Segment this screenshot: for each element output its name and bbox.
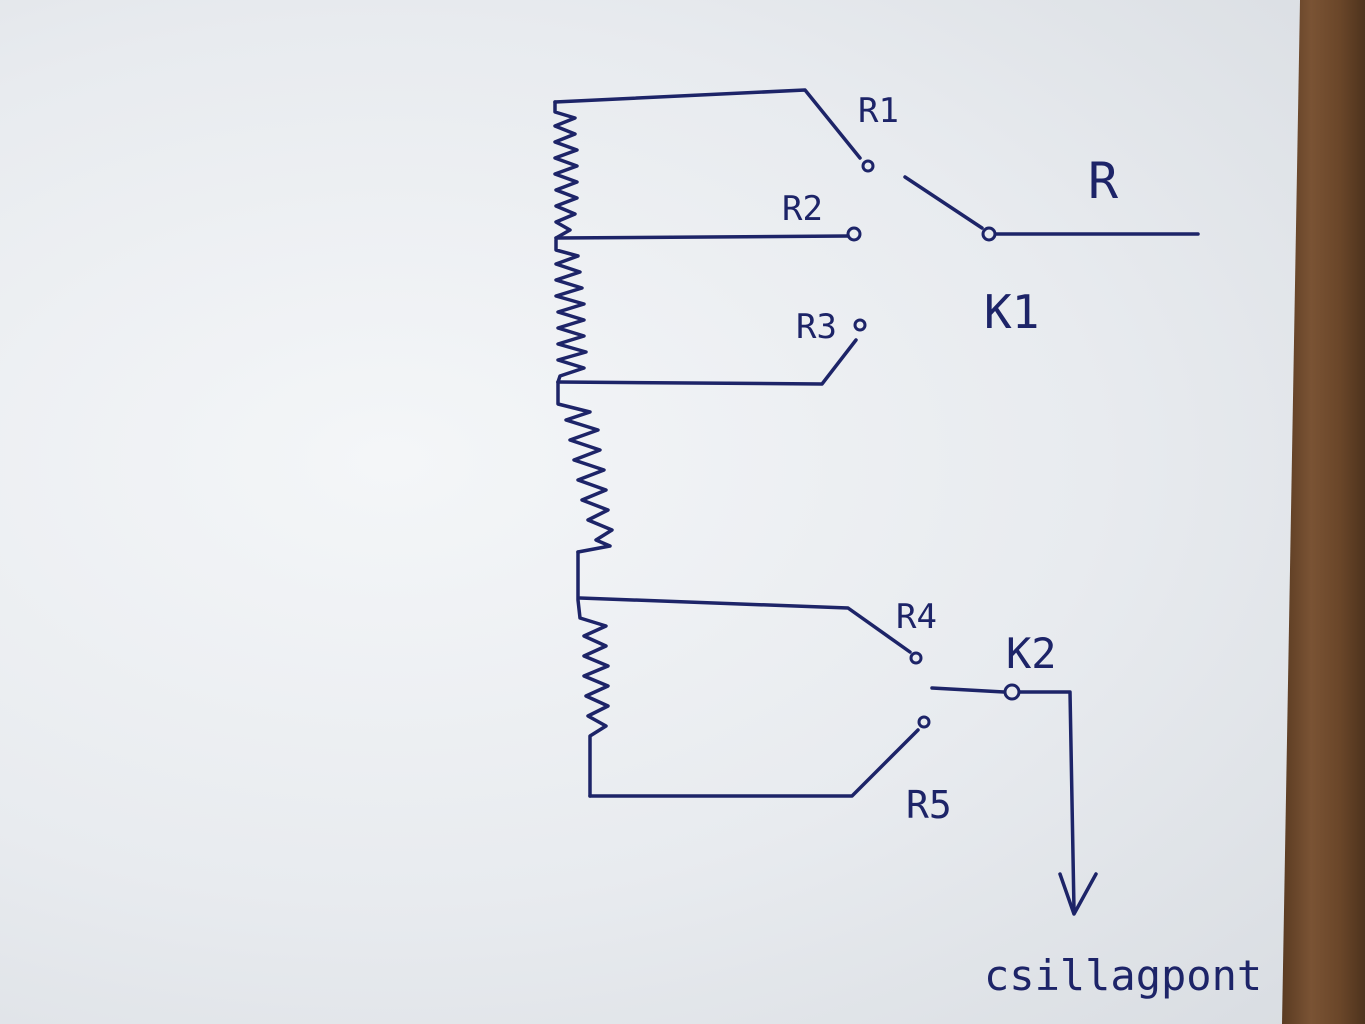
label-r1: R1 — [858, 91, 899, 131]
contact-r5-terminal — [917, 715, 931, 729]
wire-tap-r3 — [556, 338, 858, 386]
paper-sheet — [0, 0, 1300, 1024]
wire-k2-output — [1018, 690, 1076, 912]
label-r5: R5 — [906, 783, 952, 827]
resistor-r2-coil — [554, 238, 588, 384]
label-r: R — [1088, 152, 1119, 210]
contact-r3-terminal — [853, 318, 867, 332]
wire-bottom-to-r5 — [588, 728, 920, 798]
label-k2: K2 — [1006, 629, 1057, 678]
label-k1: K1 — [984, 285, 1039, 339]
wire-tap-r4 — [578, 596, 912, 654]
contact-r2-terminal — [846, 226, 862, 242]
label-r3: R3 — [796, 307, 837, 347]
wire-tap-r2 — [554, 234, 850, 240]
label-output-csillagpont: csillagpont — [984, 951, 1262, 1000]
resistor-r3-coil — [556, 380, 614, 554]
label-r4: R4 — [896, 597, 937, 637]
resistor-r4-coil — [576, 550, 610, 798]
output-arrow-icon — [1058, 872, 1098, 916]
label-r2: R2 — [782, 189, 823, 229]
wire-top-to-r1 — [553, 88, 862, 160]
contact-r1-terminal — [861, 159, 875, 173]
resistor-r1-coil — [553, 100, 579, 240]
contact-r4-terminal — [909, 651, 923, 665]
switch-k1-blade — [903, 175, 984, 230]
switch-k2-blade — [930, 686, 1006, 694]
switch-k1-pivot — [981, 226, 997, 242]
switch-k2-pivot — [1003, 683, 1021, 701]
